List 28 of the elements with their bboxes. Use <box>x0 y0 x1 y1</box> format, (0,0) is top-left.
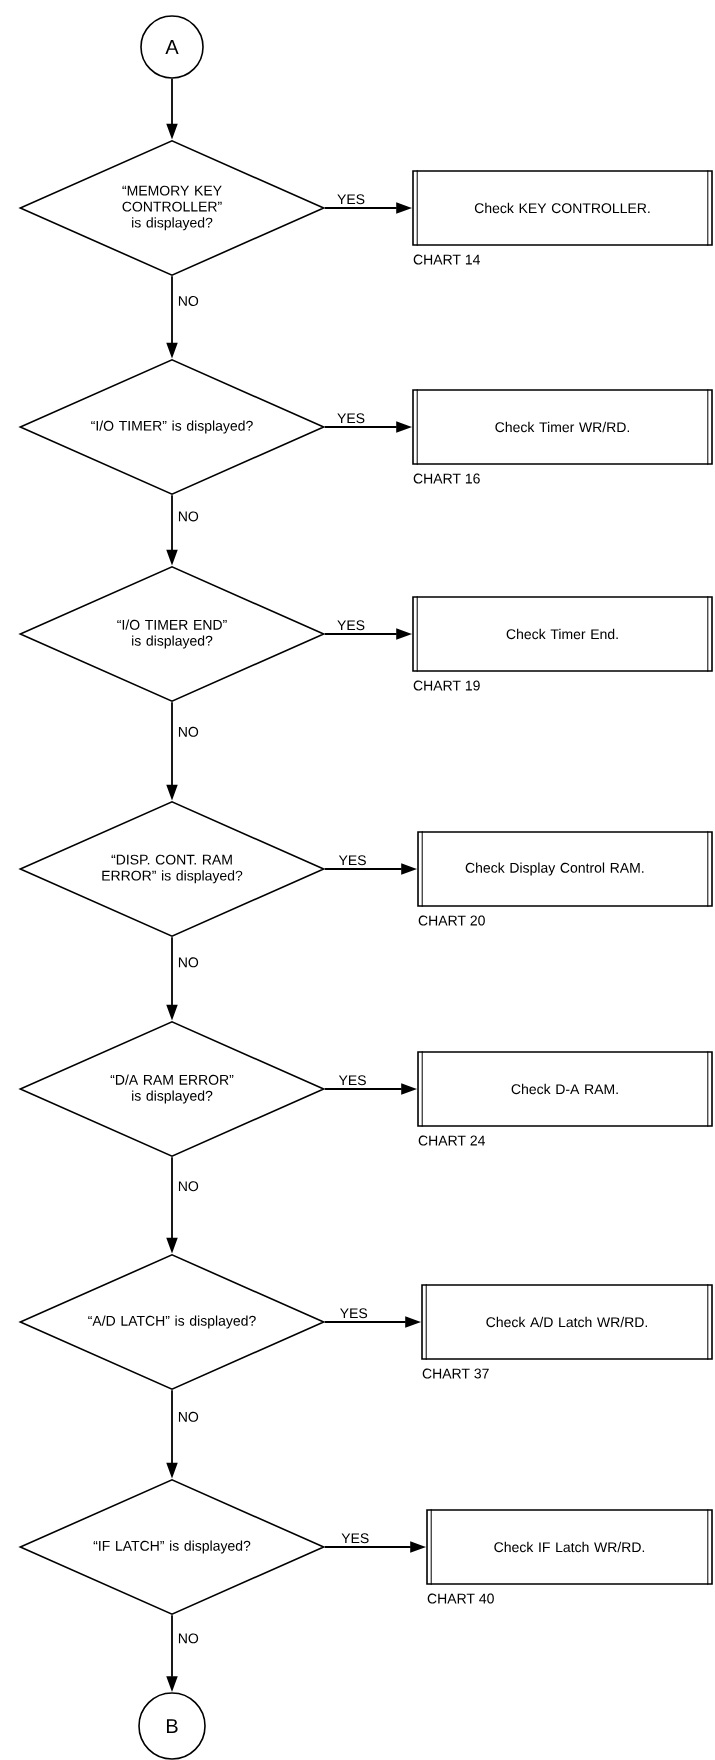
edge-label: NO <box>176 725 200 738</box>
edge-label: NO <box>176 956 200 969</box>
chart-reference: CHART 14 <box>413 254 480 265</box>
chart-reference: CHART 24 <box>418 1135 485 1146</box>
chart-reference: CHART 40 <box>427 1593 494 1604</box>
predefined-process-box: Check KEY CONTROLLER. <box>412 169 713 247</box>
predefined-process-box: Check D-A RAM. <box>417 1050 713 1128</box>
predefined-process-box: Check Display Control RAM. <box>417 830 713 908</box>
edge-label: YES <box>336 412 367 425</box>
predefined-process-box: Check Timer WR/RD. <box>412 388 713 466</box>
edge-label: NO <box>176 295 200 307</box>
predefined-process-box: Check IF Latch WR/RD. <box>426 1508 713 1586</box>
chart-reference: CHART 20 <box>418 915 485 926</box>
edge-label: YES <box>336 619 367 632</box>
chart-reference: CHART 19 <box>413 680 480 691</box>
edge-label: YES <box>340 1532 371 1545</box>
edge-label: YES <box>338 1307 369 1320</box>
predefined-process-box: Check Timer End. <box>412 595 713 673</box>
edge-label: YES <box>336 193 367 206</box>
edge-label: YES <box>337 1074 368 1087</box>
edge-label: NO <box>176 1410 200 1423</box>
edge-label: NO <box>176 510 200 523</box>
chart-reference: CHART 16 <box>413 473 480 484</box>
edge-label: NO <box>176 1180 200 1193</box>
edge-label: NO <box>176 1632 200 1645</box>
chart-reference: CHART 37 <box>422 1368 489 1379</box>
predefined-process-box: Check A/D Latch WR/RD. <box>421 1283 713 1361</box>
edge-label: YES <box>337 854 368 867</box>
